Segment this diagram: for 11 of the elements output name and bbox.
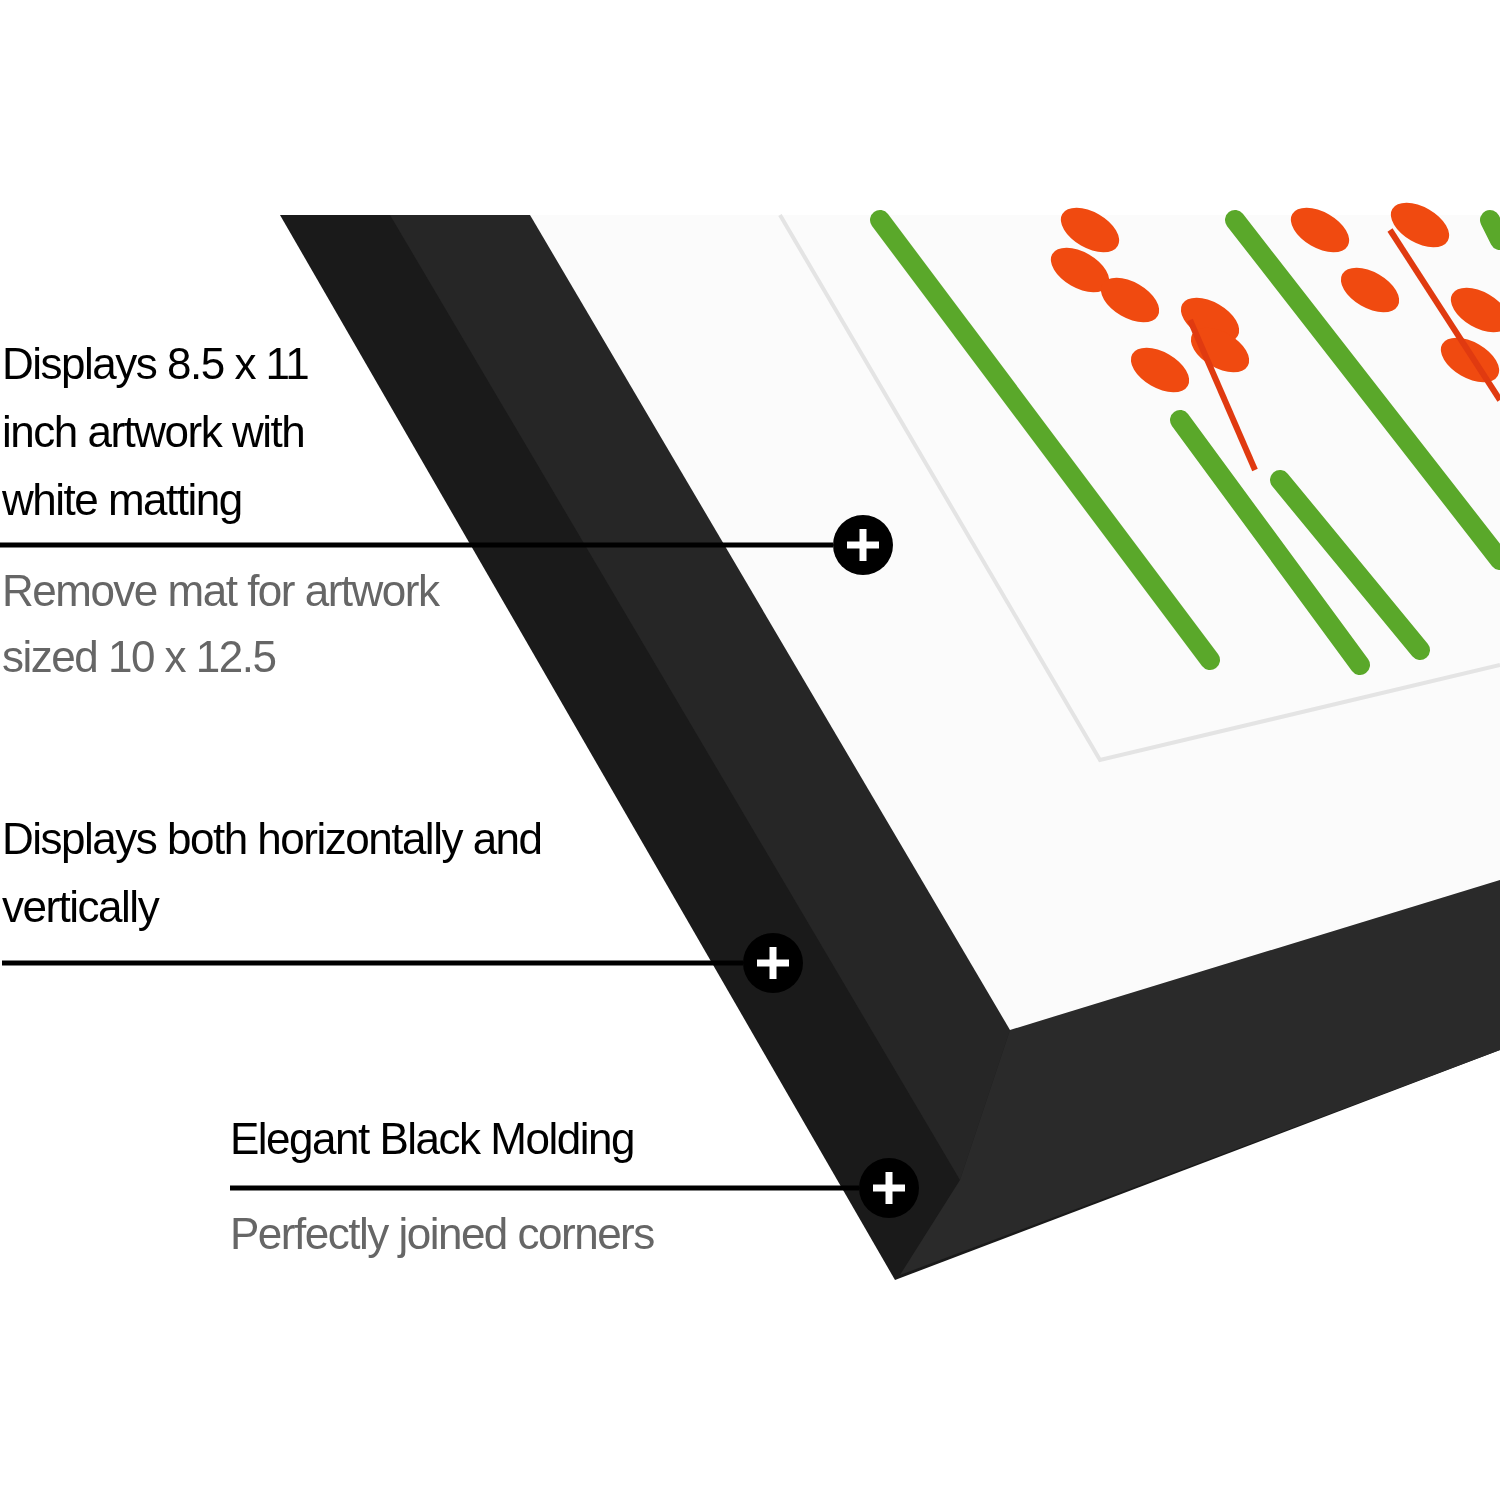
plus-marker-icon (833, 515, 893, 575)
plus-marker-icon (743, 933, 803, 993)
feature-heading: Elegant Black Molding (230, 1113, 635, 1165)
feature-heading: Displays both horizontally and vertically (2, 813, 543, 933)
feature-heading: Displays 8.5 x 11 inch artwork with white matting (2, 338, 310, 526)
feature-note: Remove mat for artwork sized 10 x 12.5 (2, 565, 441, 683)
leader-line (2, 960, 743, 966)
feature-note: Perfectly joined corners (230, 1208, 655, 1260)
plus-marker-icon (859, 1158, 919, 1218)
leader-line (230, 1185, 859, 1191)
leader-line (0, 542, 833, 548)
